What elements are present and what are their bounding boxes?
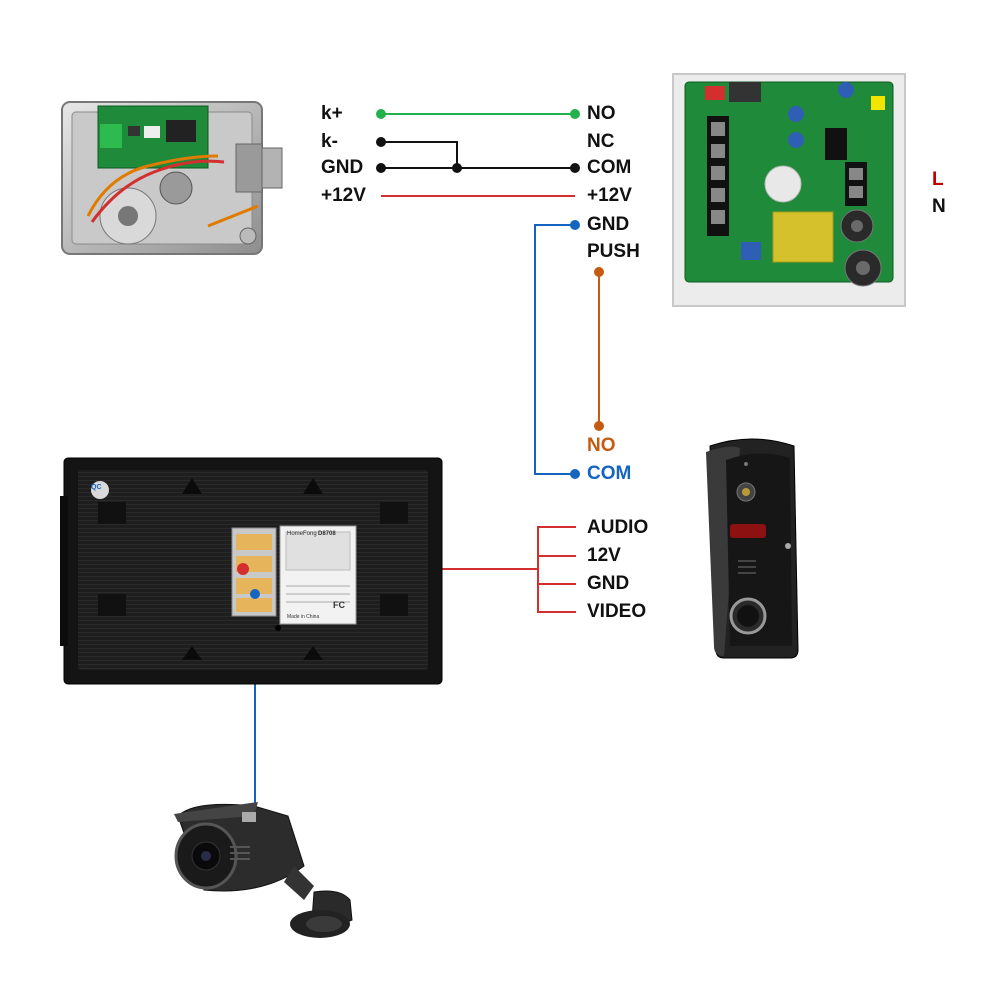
wire-dot (452, 163, 462, 173)
monitor-fcc: FC (333, 600, 345, 610)
lock-icon (61, 101, 283, 255)
wire-dot (250, 589, 260, 599)
doorbell-camera-icon (706, 438, 799, 659)
wire-dot (570, 163, 580, 173)
mains-n-label: N (932, 196, 946, 217)
wire-dot (376, 109, 386, 119)
lock-terminal-gnd: GND (321, 157, 364, 178)
cctv-camera-icon (174, 802, 353, 938)
wire-bracket (537, 526, 576, 613)
lock-terminal-kminus: k- (321, 131, 338, 152)
lock-terminal-kplus: k+ (321, 103, 343, 124)
psu-terminal-com: COM (587, 157, 632, 178)
monitor-icon (60, 457, 443, 685)
exit-button-com: COM (587, 463, 632, 484)
wire-dot (570, 469, 580, 479)
wire-dot (570, 109, 580, 119)
psu-terminal-nc: NC (587, 131, 615, 152)
monitor-brand: HomeFong (287, 531, 317, 537)
psu-terminal-push: PUSH (587, 241, 640, 262)
port-gnd: GND (587, 573, 630, 594)
lock-terminal-12v: +12V (321, 185, 366, 206)
port-audio: AUDIO (587, 517, 649, 538)
wire-dot (594, 267, 604, 277)
wire-dot (376, 163, 386, 173)
wire-dot (570, 220, 580, 230)
psu-terminal-no: NO (587, 103, 616, 124)
psu-terminal-gnd: GND (587, 214, 630, 235)
mains-l-label: L (932, 169, 944, 190)
wire-dot (237, 563, 249, 575)
monitor-made-in: Made in China (287, 614, 320, 620)
monitor-model: D8708 (318, 531, 336, 537)
wire-dot (594, 421, 604, 431)
monitor-qc-badge: QC (91, 484, 102, 491)
port-video: VIDEO (587, 601, 647, 622)
wire-gnd-exit-com (534, 224, 575, 475)
port-12v: 12V (587, 545, 621, 566)
wire-kminus-com (381, 141, 458, 168)
psu-terminal-12v: +12V (587, 185, 632, 206)
exit-button-no: NO (587, 435, 616, 456)
power-supply-board-icon (672, 73, 906, 307)
wire-dot (376, 137, 386, 147)
